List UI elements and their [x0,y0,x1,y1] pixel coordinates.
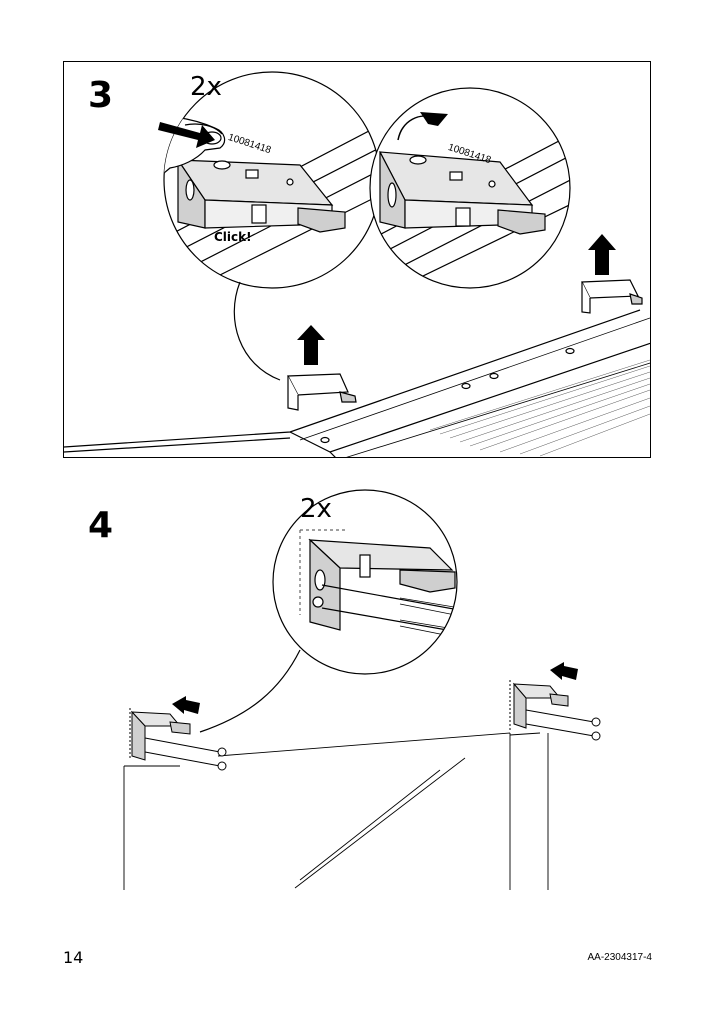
detail-circle-step-4 [272,489,458,675]
callout-tail [199,649,301,733]
up-arrow-icon [297,325,325,365]
up-arrow-icon [588,234,616,275]
right-arrow-icon [158,122,215,148]
step-4-wall [123,732,549,890]
step-3-rail [64,309,650,457]
rotate-arrow-icon [397,112,448,141]
step-number: 4 [88,505,114,546]
step-3-bracket-left [287,373,357,411]
quantity-label: 2x [190,72,222,102]
left-arrow-icon [550,662,578,680]
step-number: 3 [88,75,114,116]
step-4-bracket-left [129,708,227,771]
click-label: Click! [214,230,252,244]
quantity-label: 2x [300,494,332,524]
detail-circle-left [163,71,381,289]
detail-circle-right [369,87,571,289]
left-arrow-icon [172,696,200,714]
document-code: AA-2304317-4 [587,952,653,963]
page-number: 14 [63,948,84,967]
step-3-bracket-right [581,279,643,314]
step-4-bracket-right [509,680,601,741]
callout-tail [233,281,281,381]
